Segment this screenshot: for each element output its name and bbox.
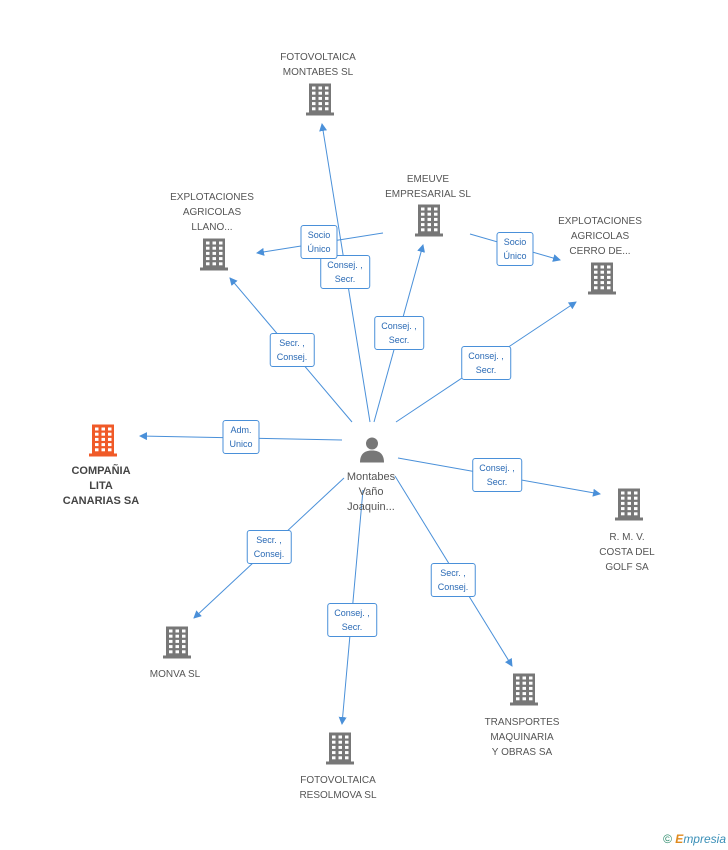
building-icon[interactable]: [199, 238, 229, 277]
edge-label-line: Secr. ,: [440, 568, 466, 578]
edge-label-line: Consej. ,: [327, 260, 363, 270]
company-label-line: EXPLOTACIONES: [558, 216, 642, 227]
company-label[interactable]: FOTOVOLTAICA RESOLMOVA SL: [299, 773, 376, 803]
brand-e: E: [675, 832, 684, 846]
company-label-line: RESOLMOVA SL: [299, 790, 377, 801]
edge-label-line: Consej.: [437, 582, 469, 592]
edge-label-line: Socio: [307, 230, 331, 240]
company-label-line: GOLF SA: [605, 562, 649, 573]
edge-label-line: Consej. ,: [479, 463, 515, 473]
company-label-line: LITA: [89, 480, 113, 492]
edge-label[interactable]: Secr. , Consej.: [430, 563, 476, 597]
company-label-line: Y OBRAS SA: [491, 747, 553, 758]
company-label-line: FOTOVOLTAICA: [300, 775, 376, 786]
edge-label-line: Adm.: [230, 425, 252, 435]
edge-label-line: Secr.: [334, 274, 356, 284]
edge-label-line: Secr. ,: [279, 338, 305, 348]
company-label[interactable]: EXPLOTACIONES AGRICOLAS LLANO...: [170, 190, 254, 235]
edge-label[interactable]: Consej. , Secr.: [472, 458, 522, 492]
person-icon[interactable]: [358, 436, 386, 469]
company-label-line: COSTA DEL: [599, 547, 655, 558]
edge-label-line: Consej.: [276, 352, 308, 362]
company-label-line: MONTABES SL: [282, 67, 354, 78]
edge-label-line: Socio: [503, 237, 527, 247]
brand-name: mpresia: [683, 832, 726, 846]
building-icon[interactable]: [305, 83, 335, 122]
company-label[interactable]: TRANSPORTES MAQUINARIA Y OBRAS SA: [485, 715, 560, 760]
edge-label-line: Secr.: [341, 622, 363, 632]
company-label[interactable]: R. M. V. COSTA DEL GOLF SA: [599, 530, 654, 575]
edge-label-line: Secr.: [486, 477, 508, 487]
building-icon[interactable]: [162, 626, 192, 665]
building-icon[interactable]: [614, 488, 644, 527]
edge-label-line: Consej. ,: [468, 351, 504, 361]
company-label-line: EMEUVE: [406, 174, 450, 185]
company-label-line: FOTOVOLTAICA: [280, 52, 356, 63]
copyright-symbol: ©: [663, 832, 672, 846]
edge-label[interactable]: Adm. Unico: [222, 420, 260, 454]
building-icon[interactable]: [587, 262, 617, 301]
company-label-line: COMPAÑIA: [71, 465, 131, 477]
company-label-line: CANARIAS SA: [62, 495, 140, 507]
company-label-line: EXPLOTACIONES: [170, 192, 254, 203]
company-label-line: MONVA SL: [149, 669, 201, 680]
company-label-line: AGRICOLAS: [182, 207, 242, 218]
edge-label[interactable]: Consej. , Secr.: [374, 316, 424, 350]
company-label[interactable]: EXPLOTACIONES AGRICOLAS CERRO DE...: [558, 214, 642, 259]
edge-label[interactable]: Consej. , Secr.: [320, 255, 370, 289]
company-label[interactable]: COMPAÑIA LITA CANARIAS SA: [63, 464, 139, 509]
edge-label-line: Consej. ,: [334, 608, 370, 618]
company-label-line: LLANO...: [191, 222, 233, 233]
company-label-line: TRANSPORTES: [484, 717, 560, 728]
edge-label-line: Único: [503, 251, 527, 261]
company-label[interactable]: MONVA SL: [150, 667, 200, 682]
edge-label[interactable]: Secr. , Consej.: [246, 530, 292, 564]
company-label[interactable]: EMEUVE EMPRESARIAL SL: [385, 172, 471, 202]
edge-label-line: Secr.: [388, 335, 410, 345]
company-label-line: R. M. V.: [609, 532, 645, 543]
edge-label-line: Secr.: [475, 365, 497, 375]
edge-label[interactable]: Consej. , Secr.: [461, 346, 511, 380]
edge-label[interactable]: Consej. , Secr.: [327, 603, 377, 637]
edge-label-line: Consej. ,: [381, 321, 417, 331]
edge-label-line: Unico: [229, 439, 253, 449]
footer: © Empresia: [663, 832, 726, 846]
building-icon[interactable]: [414, 204, 444, 243]
edge-label-line: Consej.: [253, 549, 285, 559]
person-label-line: Vaño: [358, 486, 384, 498]
edge-label[interactable]: Secr. , Consej.: [269, 333, 315, 367]
company-label-line: AGRICOLAS: [570, 231, 630, 242]
company-label[interactable]: FOTOVOLTAICA MONTABES SL: [280, 50, 356, 80]
company-label-line: MAQUINARIA: [490, 732, 554, 743]
company-label-line: EMPRESARIAL SL: [385, 189, 471, 200]
building-icon[interactable]: [509, 673, 539, 712]
edge-label-line: Único: [307, 244, 331, 254]
building-icon[interactable]: [88, 424, 118, 463]
building-icon[interactable]: [325, 732, 355, 771]
company-label-line: CERRO DE...: [569, 246, 631, 257]
person-label-line: Montabes: [346, 471, 396, 483]
edge-label-line: Secr. ,: [256, 535, 282, 545]
person-label-line: Joaquin...: [347, 501, 395, 513]
